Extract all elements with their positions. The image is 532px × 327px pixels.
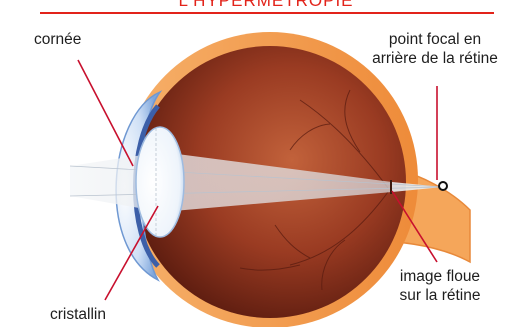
label-focal-point-line1: point focal en <box>360 30 510 49</box>
focal-point-marker <box>439 182 447 190</box>
label-blurred-image: image floue sur la rétine <box>390 267 490 305</box>
cornea-pointer <box>78 60 133 166</box>
label-blurred-image-line1: image floue <box>390 267 490 286</box>
lens-shape <box>136 127 184 237</box>
label-focal-point: point focal en arrière de la rétine <box>360 30 510 68</box>
label-blurred-image-line2: sur la rétine <box>390 286 490 305</box>
label-focal-point-line2: arrière de la rétine <box>360 49 510 68</box>
label-cornea: cornée <box>34 30 81 49</box>
label-lens: cristallin <box>50 305 106 324</box>
